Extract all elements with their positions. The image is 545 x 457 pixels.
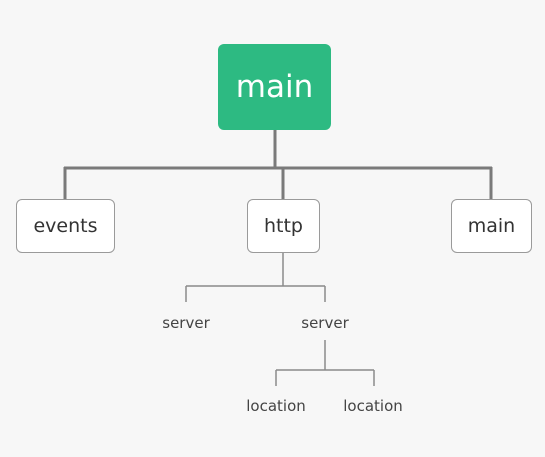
- http-connectors: [185, 253, 326, 302]
- root-node-label: main: [235, 69, 314, 105]
- node-http: http: [247, 199, 320, 253]
- leaf-server-1: server: [162, 314, 210, 332]
- leaf-location-1: location: [246, 397, 306, 415]
- node-http-label: http: [263, 215, 303, 237]
- root-node-main: main: [218, 44, 331, 130]
- root-connectors: [63, 130, 493, 199]
- node-events: events: [16, 199, 115, 253]
- server-connectors: [275, 340, 375, 386]
- node-main-label: main: [467, 215, 516, 237]
- leaf-server-2: server: [301, 314, 349, 332]
- node-main: main: [451, 199, 532, 253]
- leaf-location-2: location: [343, 397, 403, 415]
- node-events-label: events: [33, 215, 98, 237]
